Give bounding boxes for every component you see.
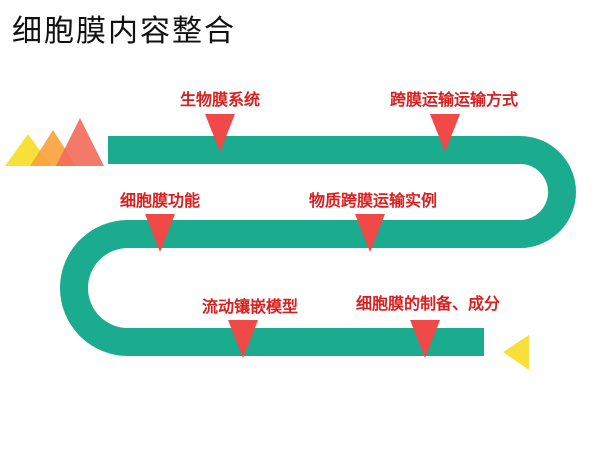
winding-track [60,136,576,356]
stage-marker-4 [355,214,385,252]
end-arrow [503,335,529,370]
stage-label-biomembrane-system: 生物膜系统 [179,90,261,109]
stage-marker-2 [430,114,460,152]
stage-marker-5 [228,320,258,358]
stage-marker-6 [410,320,440,358]
stage-label-membrane-function: 细胞膜功能 [119,191,201,210]
stage-label-preparation-composition: 细胞膜的制备、成分 [355,294,501,313]
stage-label-fluid-mosaic-model: 流动镶嵌模型 [201,297,299,316]
page-title: 细胞膜内容整合 [12,14,236,49]
start-triangle-red [56,118,104,166]
stage-label-transport-examples: 物质跨膜运输实例 [308,191,438,210]
stage-marker-3 [145,214,175,252]
start-triangles-decoration [5,118,104,166]
stage-marker-1 [205,114,235,152]
stage-label-transport-modes: 跨膜运输运输方式 [389,90,519,109]
